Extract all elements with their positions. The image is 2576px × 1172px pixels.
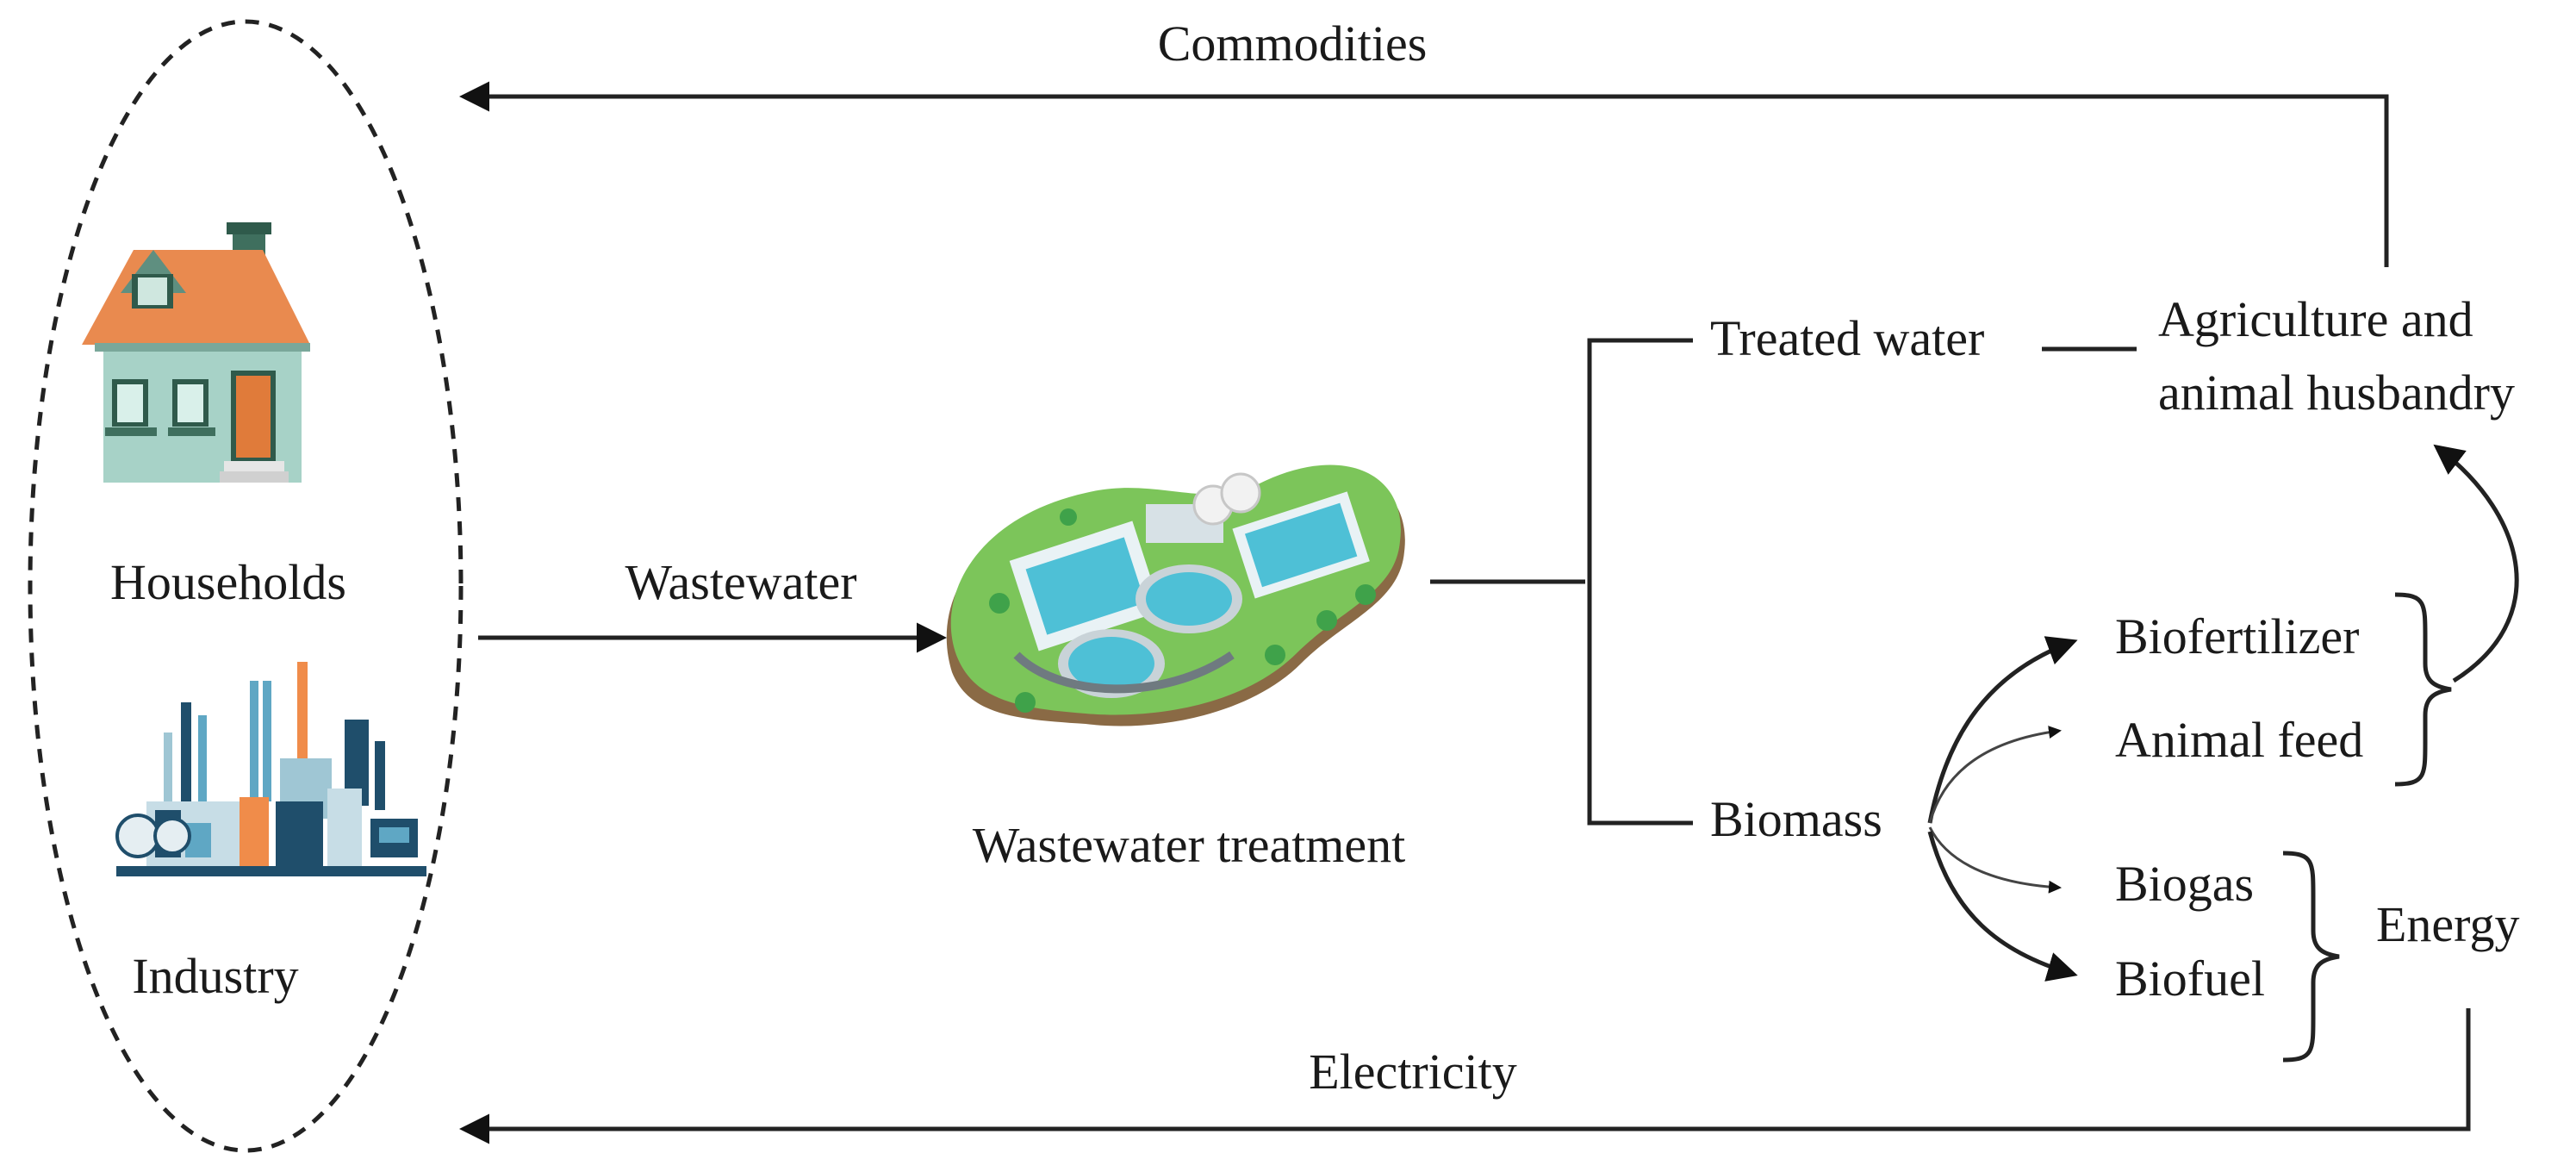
brace-agri-products xyxy=(2394,592,2452,787)
label-electricity: Electricity xyxy=(1309,1044,1517,1100)
label-agriculture-line2: animal husbandry xyxy=(2158,365,2515,421)
branch-bracket xyxy=(1587,338,1693,826)
sources-group-ellipse xyxy=(28,19,464,1153)
label-wastewater: Wastewater xyxy=(625,554,856,610)
arrow-to-biofertilizer xyxy=(1927,636,2078,824)
label-commodities: Commodities xyxy=(1158,16,1428,72)
arrow-to-agriculture xyxy=(2433,444,2519,683)
label-households: Households xyxy=(110,554,346,610)
label-energy: Energy xyxy=(2376,896,2519,952)
electricity-arrow xyxy=(459,1008,2471,1144)
commodities-arrow xyxy=(459,81,2389,267)
label-biogas: Biogas xyxy=(2115,856,2254,912)
label-biomass: Biomass xyxy=(1710,791,1882,847)
arrow-to-biofuel xyxy=(1927,831,2078,982)
factory-icon xyxy=(115,662,426,876)
label-biofuel: Biofuel xyxy=(2115,951,2265,1007)
label-treated-water: Treated water xyxy=(1710,310,1984,366)
house-icon xyxy=(82,222,310,483)
label-industry: Industry xyxy=(132,948,298,1004)
label-animal-feed: Animal feed xyxy=(2115,712,2363,768)
label-wastewater-treatment: Wastewater treatment xyxy=(973,817,1406,873)
arrow-to-animal-feed xyxy=(1928,726,2062,824)
label-agriculture-line1: Agriculture and xyxy=(2158,291,2473,347)
brace-energy-products xyxy=(2282,851,2340,1063)
label-biofertilizer: Biofertilizer xyxy=(2115,608,2359,664)
arrow-to-biogas xyxy=(1928,826,2062,894)
treatment-plant-icon xyxy=(946,464,1405,726)
